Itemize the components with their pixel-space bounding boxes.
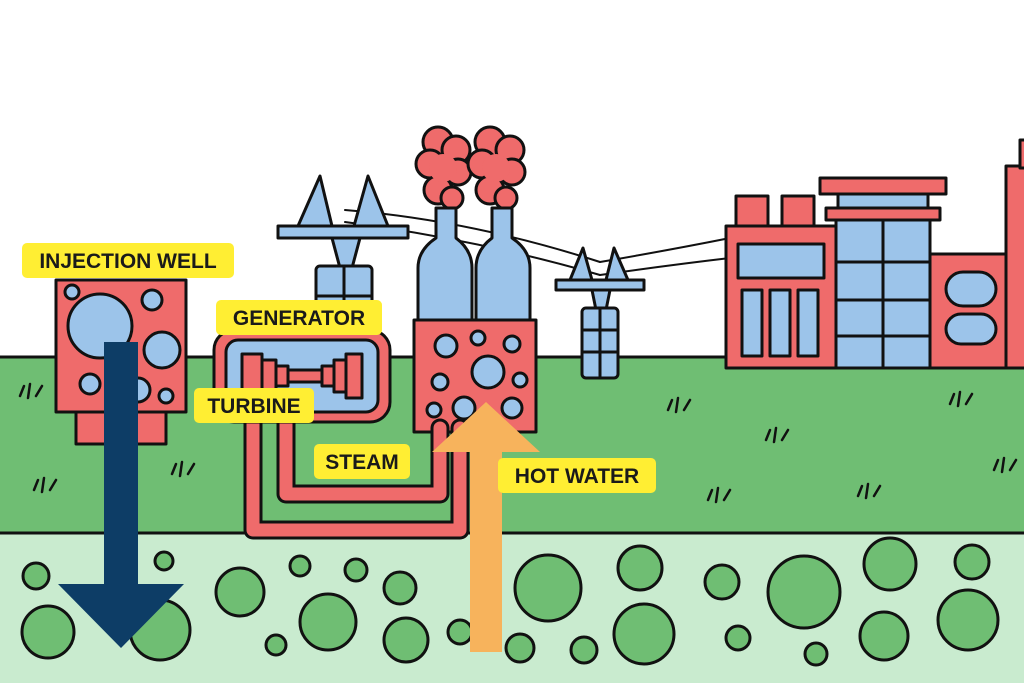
factory-left — [724, 194, 838, 370]
factory-right — [928, 138, 1024, 370]
steam-text: STEAM — [325, 451, 399, 474]
injection-well-text: INJECTION WELL — [39, 250, 217, 273]
label-injection-well: INJECTION WELL — [22, 243, 234, 278]
label-turbine: TURBINE — [194, 388, 314, 423]
office-tower — [818, 176, 948, 370]
label-steam: STEAM — [314, 444, 410, 479]
power-lines — [344, 209, 731, 276]
transmission-tower-small — [554, 246, 646, 380]
smoke-clouds — [414, 125, 527, 211]
chimneys — [416, 206, 532, 322]
label-hot-water: HOT WATER — [498, 458, 656, 493]
hot-water-text: HOT WATER — [515, 465, 639, 488]
turbine-text: TURBINE — [207, 395, 300, 418]
down-arrow-icon — [58, 342, 184, 648]
generator-text: GENERATOR — [233, 307, 365, 330]
grass-tufts — [18, 382, 1018, 504]
label-generator: GENERATOR — [216, 300, 382, 335]
up-arrow-icon — [432, 402, 540, 652]
